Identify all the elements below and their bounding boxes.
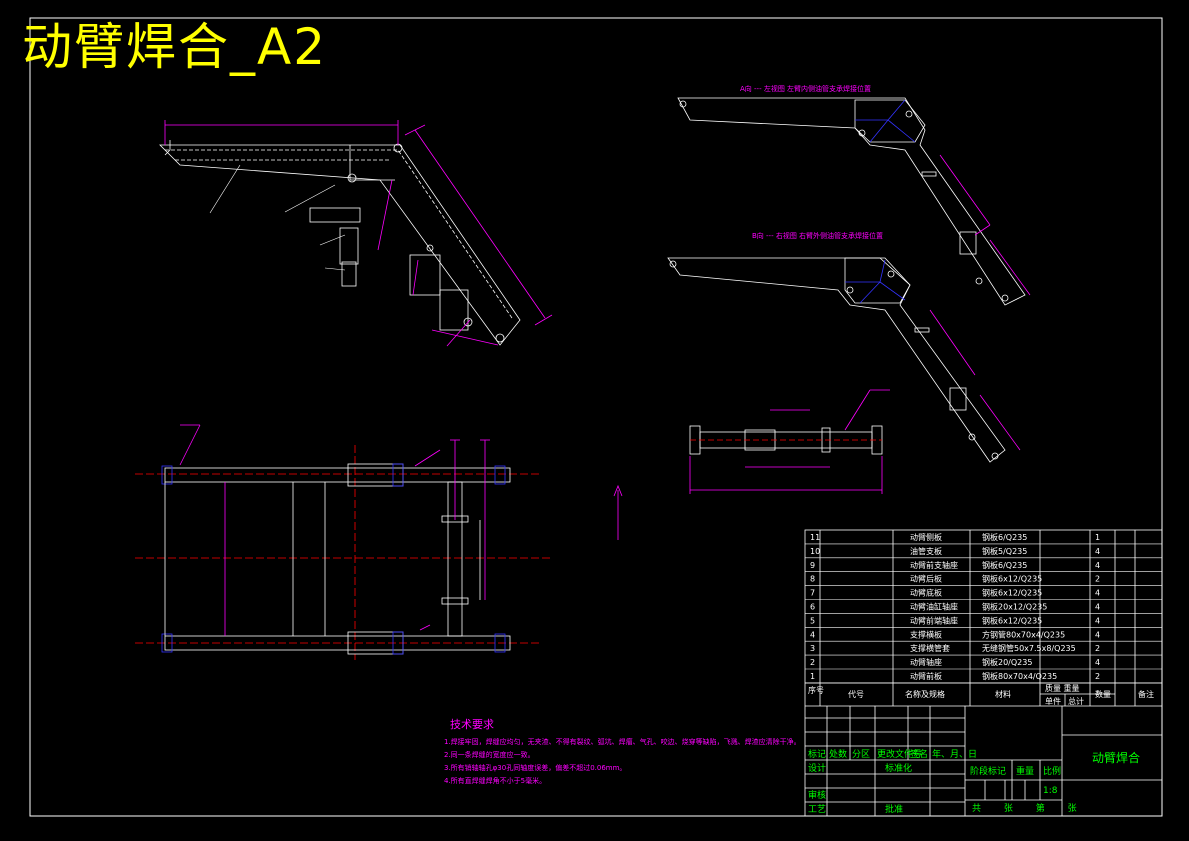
side-view-assembly bbox=[159, 140, 521, 346]
parts-row-no: 6 bbox=[810, 603, 815, 612]
view-b-label: B向 --- 右视图 右臂外侧油管支承焊接位置 bbox=[752, 231, 883, 240]
parts-row-name: 支撑横板 bbox=[910, 629, 942, 639]
header-no: 序号 bbox=[808, 685, 824, 695]
tb-zone: 分区 bbox=[852, 749, 870, 760]
parts-row-material: 无缝钢管50x7.5x8/Q235 bbox=[982, 643, 1076, 653]
parts-row-no: 3 bbox=[810, 644, 815, 653]
tech-line: 4.所有直焊缝焊角不小于5毫米。 bbox=[444, 777, 547, 785]
parts-row-no: 2 bbox=[810, 658, 815, 667]
parts-row-material: 钢板20/Q235 bbox=[982, 657, 1032, 667]
tb-process: 工艺 bbox=[808, 804, 826, 815]
view-a-left-arm bbox=[677, 97, 1031, 306]
header-remark: 备注 bbox=[1138, 689, 1154, 699]
header-weight: 质量 重量 bbox=[1045, 683, 1080, 693]
sheet-border bbox=[29, 17, 1163, 817]
parts-row-material: 钢板5/Q235 bbox=[982, 546, 1027, 556]
tech-line: 1.焊接牢固，焊缝应均匀，无夹渣、不得有裂纹、弧坑、焊瘤、气孔、咬边、烧穿等缺陷… bbox=[444, 738, 801, 746]
tb-check: 审核 bbox=[808, 789, 826, 801]
side-view-leaders bbox=[209, 164, 346, 271]
parts-row-no: 7 bbox=[810, 589, 815, 598]
view-b-right-arm bbox=[667, 257, 1021, 463]
tb-sign: 签名 bbox=[910, 748, 928, 760]
parts-row-qty: 4 bbox=[1095, 561, 1100, 570]
parts-row-no: 10 bbox=[810, 547, 820, 556]
header-name: 名称及规格 bbox=[905, 689, 945, 699]
tb-mark: 标记 bbox=[808, 748, 826, 760]
tb-stage: 阶段标记 bbox=[970, 765, 1006, 777]
tech-requirements-heading: 技术要求 bbox=[450, 718, 494, 731]
parts-row-name: 支撑横管套 bbox=[910, 643, 950, 653]
parts-list-header: 序号 代号 名称及规格 材料 数量 质量 重量 单件 总计 备注 bbox=[808, 683, 1154, 706]
parts-row-material: 钢板6x12/Q235 bbox=[982, 588, 1042, 598]
tb-standard: 标准化 bbox=[885, 762, 912, 774]
parts-row-qty: 4 bbox=[1095, 589, 1100, 598]
parts-row-no: 8 bbox=[810, 575, 815, 584]
cross-tube-view bbox=[689, 389, 890, 494]
header-qty: 数量 bbox=[1095, 689, 1111, 699]
parts-row-no: 9 bbox=[810, 561, 815, 570]
parts-row-name: 动臂底板 bbox=[910, 588, 942, 598]
parts-row-no: 4 bbox=[810, 630, 815, 639]
tb-design: 设计 bbox=[808, 762, 826, 774]
tb-sheets: 共 张 第 张 bbox=[972, 802, 1087, 814]
tech-requirements: 技术要求 1.焊接牢固，焊缝应均匀，无夹渣、不得有裂纹、弧坑、焊瘤、气孔、咬边、… bbox=[444, 716, 801, 788]
tb-approve: 批准 bbox=[885, 803, 903, 815]
side-view-dimensions bbox=[164, 120, 553, 347]
parts-row-qty: 2 bbox=[1095, 575, 1100, 584]
tb-drawing-name: 动臂焊合 bbox=[1092, 750, 1140, 765]
drawing-title: 动臂焊合_A2 bbox=[22, 18, 328, 76]
tb-date: 年、月、日 bbox=[932, 748, 977, 760]
parts-row-material: 钢板20x12/Q235 bbox=[982, 602, 1047, 612]
parts-row-qty: 4 bbox=[1095, 616, 1100, 625]
parts-row-material: 钢板6x12/Q235 bbox=[982, 574, 1042, 584]
parts-row-no: 1 bbox=[810, 672, 815, 681]
tech-line: 2.同一条焊缝的宽度应一致。 bbox=[444, 751, 535, 759]
parts-row-material: 钢板6/Q235 bbox=[982, 560, 1027, 570]
parts-row-material: 钢板6x12/Q235 bbox=[982, 615, 1042, 625]
tb-weight: 重量 bbox=[1016, 765, 1034, 777]
parts-row-name: 油管支板 bbox=[910, 546, 942, 556]
tb-count: 处数 bbox=[829, 748, 847, 760]
parts-row-qty: 2 bbox=[1095, 672, 1100, 681]
title-block-text: 标记 处数 分区 更改文件号 签名 年、月、日 设计 标准化 阶段标记 重量 比… bbox=[808, 748, 1140, 815]
parts-row-name: 动臂油缸轴座 bbox=[910, 602, 958, 612]
plan-view bbox=[135, 424, 623, 660]
tb-scale-value: 1:8 bbox=[1043, 786, 1058, 796]
parts-row-qty: 2 bbox=[1095, 644, 1100, 653]
parts-row-no: 11 bbox=[810, 533, 820, 542]
title-block-frame bbox=[805, 706, 1162, 816]
header-code: 代号 bbox=[848, 689, 864, 699]
tb-ratio: 比例 bbox=[1043, 765, 1061, 777]
parts-row-name: 动臂轴座 bbox=[910, 657, 942, 667]
tb-change-no: 更改文件号 bbox=[877, 748, 922, 760]
header-material: 材料 bbox=[995, 689, 1011, 699]
tech-line: 3.所有销轴轴孔φ30孔同轴度误差，偏差不超过0.06mm。 bbox=[444, 764, 627, 772]
parts-row-qty: 1 bbox=[1095, 533, 1100, 542]
view-a-label: A向 --- 左视图 左臂内侧油管支承焊接位置 bbox=[740, 84, 871, 93]
parts-row-no: 5 bbox=[810, 616, 815, 625]
parts-row-name: 动臂前板 bbox=[910, 671, 942, 681]
header-unit-weight: 单件 bbox=[1045, 696, 1061, 706]
parts-row-name: 动臂前支轴座 bbox=[910, 560, 958, 570]
parts-row-qty: 4 bbox=[1095, 603, 1100, 612]
parts-row-name: 动臂后板 bbox=[910, 574, 942, 584]
parts-row-qty: 4 bbox=[1095, 658, 1100, 667]
parts-row-qty: 4 bbox=[1095, 547, 1100, 556]
parts-row-material: 钢板80x70x4/Q235 bbox=[982, 671, 1057, 681]
parts-row-qty: 4 bbox=[1095, 630, 1100, 639]
parts-row-material: 方钢管80x70x4/Q235 bbox=[982, 629, 1065, 639]
parts-row-name: 动臂侧板 bbox=[910, 532, 942, 542]
parts-row-name: 动臂前端轴座 bbox=[910, 615, 958, 625]
parts-row-material: 钢板6/Q235 bbox=[982, 532, 1027, 542]
header-total-weight: 总计 bbox=[1068, 696, 1084, 706]
